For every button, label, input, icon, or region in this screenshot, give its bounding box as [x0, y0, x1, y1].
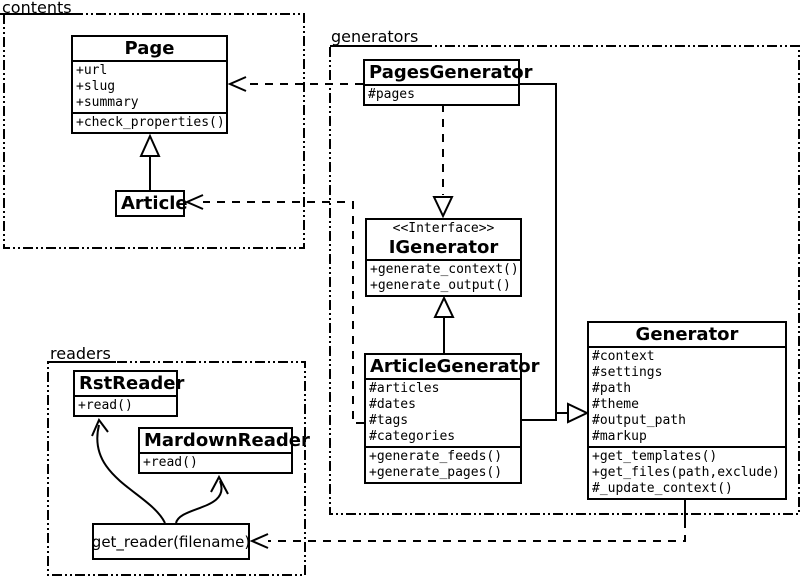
- class-igenerator: <<Interface>> IGenerator +generate_conte…: [365, 218, 522, 297]
- class-member: #output_path: [592, 413, 686, 428]
- methods-compartment: +generate_feeds() +generate_pages(): [366, 446, 520, 482]
- methods-compartment: +check_properties(): [73, 112, 226, 132]
- arrow-getreader-to-rstreader: [91, 418, 166, 524]
- class-title-text: IGenerator: [388, 237, 499, 258]
- class-member: +check_properties(): [76, 115, 225, 130]
- class-title: Article: [121, 193, 188, 214]
- open-arrowhead-icon: [91, 418, 109, 437]
- stereotype-label: <<Interface>>: [392, 221, 495, 236]
- function-label: get_reader(filename): [91, 532, 251, 551]
- package-readers-label: readers: [50, 344, 111, 363]
- class-member: +generate_output(): [370, 278, 511, 293]
- class-member: +generate_context(): [370, 262, 519, 277]
- package-generators-border: [329, 45, 800, 515]
- open-arrowhead-icon: [210, 474, 229, 495]
- class-member: +get_files(path,exclude): [592, 465, 780, 480]
- hollow-triangle-icon: [433, 295, 455, 318]
- class-member: #tags: [369, 413, 409, 428]
- class-member: +read(): [143, 455, 198, 470]
- methods-compartment: +get_templates() +get_files(path,exclude…: [589, 446, 785, 498]
- class-generator: Generator #context #settings #path #them…: [587, 321, 787, 500]
- class-title: Page: [73, 37, 226, 62]
- class-title: PagesGenerator: [365, 61, 533, 86]
- inheritance-articlegenerator-to-igenerator: [433, 295, 455, 353]
- class-title: <<Interface>> IGenerator: [367, 220, 520, 261]
- class-member: +generate_feeds(): [369, 449, 503, 464]
- open-arrowhead-icon: [227, 76, 247, 92]
- methods-compartment: +generate_context() +generate_output(): [367, 261, 520, 295]
- attributes-compartment: +url +slug +summary: [73, 62, 226, 112]
- class-member: +read(): [78, 398, 133, 413]
- class-pages-generator: PagesGenerator #pages: [363, 59, 533, 106]
- hollow-triangle-icon: [432, 196, 454, 219]
- class-member: #articles: [369, 381, 440, 396]
- class-member: #path: [592, 381, 632, 396]
- class-title: ArticleGenerator: [366, 355, 540, 380]
- class-markdown-reader: MardownReader +read(): [138, 427, 310, 474]
- attributes-compartment: #pages: [365, 86, 518, 104]
- dependency-articlegenerator-to-article: [184, 194, 364, 424]
- class-article: Article: [115, 190, 188, 217]
- function-get-reader-box: get_reader(filename): [92, 523, 250, 560]
- inheritance-generators-to-generator: [520, 83, 590, 424]
- class-member: #dates: [369, 397, 416, 412]
- class-member: +summary: [76, 95, 139, 110]
- class-member: +slug: [76, 79, 116, 94]
- class-member: #pages: [368, 87, 415, 102]
- package-contents-border: [3, 13, 305, 249]
- package-readers-border: [47, 361, 306, 576]
- class-member: #markup: [592, 429, 647, 444]
- class-title: RstReader: [75, 372, 184, 397]
- attributes-compartment: #context #settings #path #theme #output_…: [589, 348, 785, 446]
- methods-compartment: +read(): [140, 454, 291, 472]
- class-member: #categories: [369, 429, 456, 444]
- hollow-triangle-icon: [567, 402, 590, 424]
- dependency-pagesgenerator-to-page: [227, 76, 363, 92]
- attributes-compartment: #articles #dates #tags #categories: [366, 380, 520, 446]
- class-page: Page +url +slug +summary +check_properti…: [71, 35, 228, 134]
- realization-pagesgenerator-to-igenerator: [432, 104, 454, 219]
- class-member: +generate_pages(): [369, 465, 503, 480]
- class-member: #settings: [592, 365, 663, 380]
- open-arrowhead-icon: [249, 533, 269, 549]
- class-member: #_update_context(): [592, 481, 733, 496]
- class-title: Generator: [589, 323, 785, 348]
- class-member: #context: [592, 349, 655, 364]
- methods-compartment: +read(): [75, 397, 176, 415]
- hollow-triangle-icon: [139, 133, 161, 157]
- package-generators-label: generators: [331, 27, 419, 46]
- package-contents-label: contents: [2, 0, 72, 17]
- open-arrowhead-icon: [184, 194, 204, 210]
- class-member: #theme: [592, 397, 639, 412]
- class-rst-reader: RstReader +read(): [73, 370, 184, 417]
- arrow-getreader-to-markdownreader: [175, 474, 229, 524]
- dependency-generator-to-getreader: [249, 497, 686, 549]
- class-title: MardownReader: [140, 429, 310, 454]
- class-member: +get_templates(): [592, 449, 718, 464]
- inheritance-article-to-page: [139, 133, 161, 190]
- class-article-generator: ArticleGenerator #articles #dates #tags …: [364, 353, 540, 484]
- class-member: +url: [76, 63, 108, 78]
